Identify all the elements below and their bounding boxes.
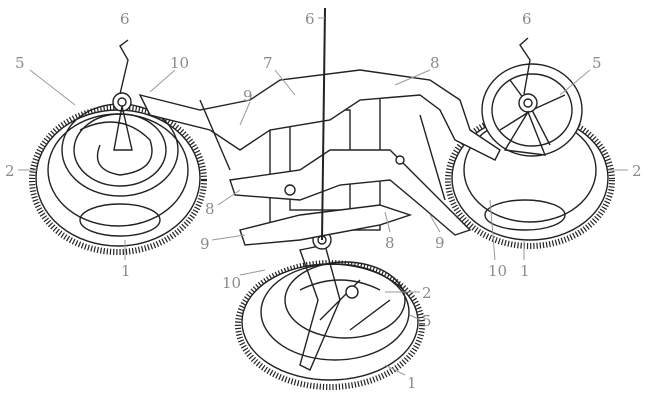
leader-lines (18, 17, 628, 376)
callout-labels: 6 6 6 5 5 5 10 10 10 7 8 8 8 9 9 9 2 2 2… (5, 10, 642, 392)
label-6-left: 6 (120, 10, 130, 28)
label-1-bottom: 1 (407, 374, 417, 392)
label-8-center: 8 (385, 234, 395, 252)
label-10-top: 10 (170, 54, 189, 72)
label-1-right: 1 (520, 262, 530, 280)
label-2-bottom: 2 (422, 284, 432, 302)
label-5-right: 5 (592, 54, 602, 72)
label-7: 7 (263, 54, 273, 72)
label-9-left: 9 (200, 235, 210, 253)
label-5-left: 5 (15, 54, 25, 72)
central-arbor (321, 7, 326, 241)
label-2-left: 2 (5, 162, 15, 180)
label-9-top: 9 (243, 87, 253, 105)
label-9-right: 9 (435, 234, 445, 252)
label-6-center: 6 (305, 10, 315, 28)
bottom-balance-assembly (235, 230, 425, 390)
label-6-right: 6 (522, 10, 532, 28)
central-frame (138, 69, 501, 246)
label-10-right: 10 (488, 262, 507, 280)
label-2-right: 2 (632, 162, 642, 180)
label-1-left: 1 (121, 262, 131, 280)
label-5-bottom: 5 (422, 312, 432, 330)
label-10-left: 10 (222, 274, 241, 292)
label-8-left: 8 (205, 200, 215, 218)
label-8-top: 8 (430, 54, 440, 72)
left-balance-assembly (29, 39, 207, 255)
